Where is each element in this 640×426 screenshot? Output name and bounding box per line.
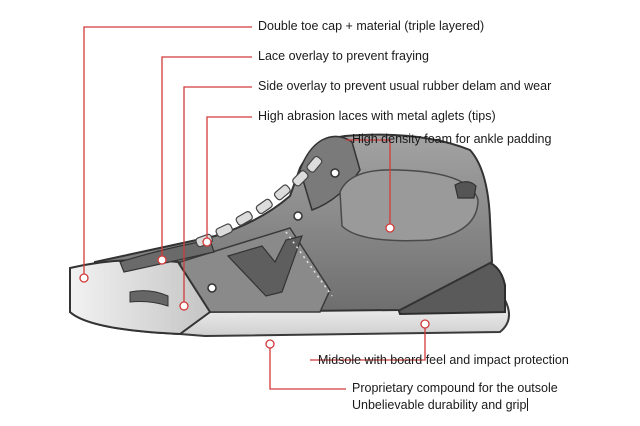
- label-double-toe-cap: Double toe cap + material (triple layere…: [258, 19, 485, 33]
- label-laces: High abrasion laces with metal aglets (t…: [258, 109, 496, 123]
- toe-vent-shape: [129, 290, 169, 307]
- label-midsole: Midsole with board feel and impact prote…: [318, 353, 569, 367]
- collar-shape: [299, 135, 361, 211]
- label-lace-overlay: Lace overlay to prevent fraying: [258, 49, 429, 63]
- label-outsole-line1: Proprietary compound for the outsole: [352, 381, 558, 395]
- text-cursor: [527, 398, 529, 411]
- label-outsole-line2: Unbelievable durability and grip: [352, 398, 527, 412]
- leader-lines: [83, 26, 426, 390]
- heel-tab-shape: [454, 181, 477, 199]
- stitch-line: [285, 231, 333, 297]
- label-ankle-padding: High density foam for ankle padding: [352, 132, 552, 146]
- v-stripe-shape: [226, 235, 303, 297]
- label-outsole-line2-wrap: Unbelievable durability and grip: [352, 398, 529, 413]
- label-side-overlay: Side overlay to prevent usual rubber del…: [258, 79, 552, 93]
- callout-markers: [79, 223, 430, 349]
- ankle-panel-shape: [339, 169, 479, 242]
- eyelets-group: [207, 168, 340, 293]
- lace-overlay-shape: [119, 239, 215, 273]
